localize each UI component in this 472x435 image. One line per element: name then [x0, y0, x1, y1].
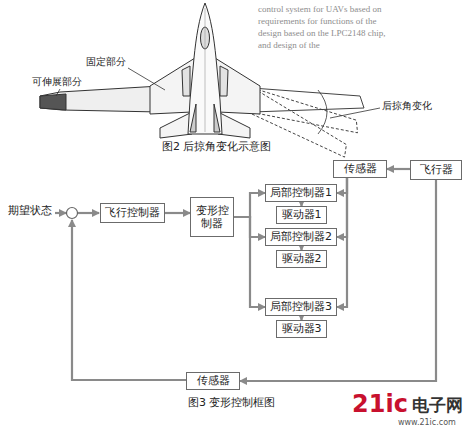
signal-arrow	[337, 178, 347, 237]
part-label: 后掠角变化	[382, 100, 432, 112]
box-text: 驱动器3	[282, 322, 322, 335]
process-box: 传感器	[333, 160, 387, 178]
box-text: 局部控制器1	[270, 186, 332, 199]
feedback-wiring	[55, 208, 186, 381]
watermark: www.21ic.com	[398, 418, 456, 427]
box-text: 变形控制器	[195, 204, 229, 230]
signal-arrow	[234, 193, 265, 217]
signal-arrow	[240, 180, 436, 381]
process-box: 局部控制器2	[265, 228, 337, 246]
process-box: 局部控制器3	[265, 298, 337, 316]
box-text: 飞行控制器	[105, 206, 160, 219]
signal-arrow	[234, 217, 265, 307]
box-text: 飞行器	[420, 163, 453, 176]
process-box: 驱动器1	[276, 206, 327, 224]
input-label: 期望状态	[8, 205, 52, 218]
swept-wing	[252, 88, 364, 112]
figure-caption: 图3 变形控制框图	[188, 397, 276, 410]
watermark: 电子网	[412, 396, 463, 416]
process-box: 局部控制器1	[265, 184, 337, 202]
signal-arrow	[337, 178, 347, 307]
box-text: 驱动器1	[282, 208, 322, 221]
background-text: requirements for functions of the	[258, 16, 376, 26]
leader-lines	[56, 68, 380, 134]
box-text: 传感器	[197, 374, 230, 387]
background-text: control system for UAVs based on	[258, 4, 382, 14]
background-text: and design of the	[258, 40, 320, 50]
process-box: 驱动器3	[276, 320, 327, 338]
part-label: 可伸展部分	[32, 76, 82, 88]
process-box: 飞行器	[410, 160, 462, 180]
box-text: 传感器	[344, 162, 377, 175]
process-box: 驱动器2	[276, 250, 327, 268]
process-box: 变形控制器	[190, 197, 234, 237]
part-label: 固定部分	[86, 56, 126, 68]
box-text: 局部控制器3	[270, 300, 332, 313]
background-text: design based on the LPC2148 chip,	[258, 28, 386, 38]
process-box: 飞行控制器	[100, 203, 165, 223]
box-text: 局部控制器2	[270, 230, 332, 243]
figure-caption: 图2 后掠角变化示意图	[162, 141, 272, 154]
signal-arrow	[387, 168, 410, 170]
box-text: 驱动器2	[282, 252, 322, 265]
watermark: 21ic	[352, 391, 408, 419]
signal-arrow	[337, 178, 347, 193]
aircraft-figure	[40, 3, 364, 157]
signal-arrow	[165, 212, 190, 214]
process-box: 传感器	[186, 372, 240, 390]
